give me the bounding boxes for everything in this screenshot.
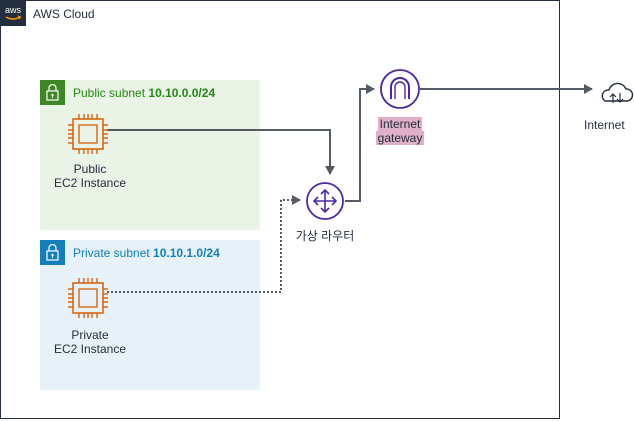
router-label: 가상 라우터 bbox=[295, 229, 355, 243]
private-ec2-to-router-connector bbox=[107, 195, 301, 293]
aws-logo-icon: aws bbox=[0, 0, 26, 26]
internet-gateway-icon bbox=[380, 69, 420, 109]
private-subnet-cidr: 10.10.1.0/24 bbox=[153, 246, 220, 260]
ec2-instance-icon bbox=[68, 114, 108, 154]
aws-cloud-title: AWS Cloud bbox=[33, 7, 95, 21]
public-subnet-label: Public subnet bbox=[73, 86, 149, 100]
router-to-igw-connector bbox=[345, 84, 375, 202]
private-subnet-title: Private subnet 10.10.1.0/24 bbox=[73, 246, 220, 260]
private-ec2-label: Private EC2 Instance bbox=[45, 328, 135, 356]
public-ec2-to-router-connector bbox=[107, 129, 335, 175]
public-subnet-title: Public subnet 10.10.0.0/24 bbox=[73, 86, 215, 100]
igw-label-line1: Internet bbox=[377, 117, 423, 131]
igw-label: Internet gateway bbox=[362, 117, 438, 145]
private-subnet: Private subnet 10.10.1.0/24 bbox=[40, 240, 260, 390]
aws-logo-text: aws bbox=[5, 5, 22, 15]
lock-icon bbox=[40, 80, 65, 105]
public-subnet-cidr: 10.10.0.0/24 bbox=[148, 86, 216, 100]
virtual-router-icon bbox=[306, 182, 344, 220]
private-subnet-label: Private subnet bbox=[73, 246, 154, 260]
private-ec2-label-line2: EC2 Instance bbox=[53, 342, 127, 356]
aws-cloud-group bbox=[0, 0, 560, 419]
lock-icon bbox=[40, 240, 65, 265]
internet-label: Internet bbox=[584, 118, 625, 132]
igw-label-line2: gateway bbox=[375, 131, 425, 145]
public-ec2-label: Public EC2 Instance bbox=[45, 162, 135, 190]
public-ec2-label-line1: Public bbox=[73, 162, 107, 176]
ec2-instance-icon bbox=[68, 278, 108, 318]
public-ec2-label-line2: EC2 Instance bbox=[53, 176, 127, 190]
public-subnet: Public subnet 10.10.0.0/24 bbox=[40, 80, 260, 230]
private-ec2-label-line1: Private bbox=[71, 328, 109, 342]
internet-cloud-icon bbox=[601, 82, 634, 103]
